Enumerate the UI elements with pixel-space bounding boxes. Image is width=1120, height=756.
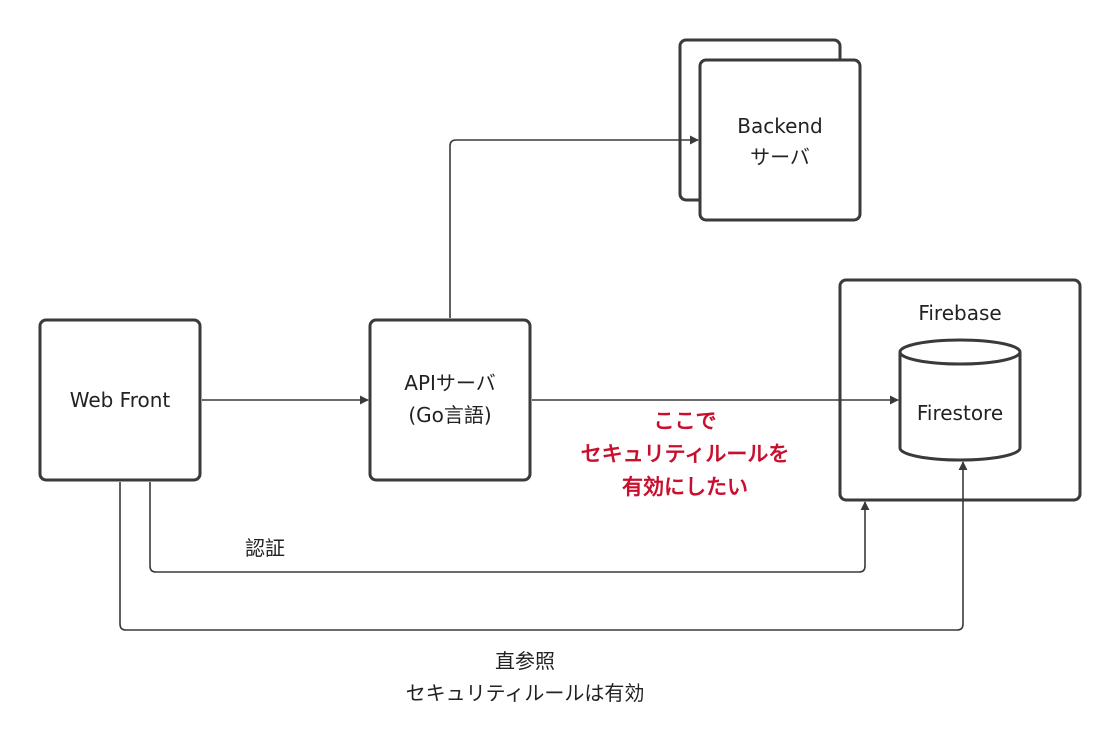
direct-ref-label-line1: 直参照 <box>495 649 555 673</box>
edge-direct-ref-to-firestore <box>119 461 968 631</box>
api-server-label-line1: APIサーバ <box>404 371 495 395</box>
edge-api-to-backend <box>449 135 699 318</box>
security-note-line1: ここで <box>654 409 717 433</box>
api-server-node: APIサーバ (Go言語) <box>368 318 532 482</box>
backend-label-line1: Backend <box>737 114 823 138</box>
security-note-line2: セキュリティルールを <box>581 442 790 466</box>
web-front-label: Web Front <box>70 388 171 412</box>
auth-edge-label: 認証 <box>245 536 285 560</box>
direct-ref-label-line2: セキュリティルールは有効 <box>406 681 645 705</box>
firebase-label: Firebase <box>918 301 1001 325</box>
edge-auth-to-firebase <box>149 482 870 573</box>
web-front-node: Web Front <box>38 318 202 482</box>
firestore-label: Firestore <box>917 401 1003 425</box>
backend-server-node: Backend サーバ <box>678 38 862 222</box>
firestore-database: Firestore <box>898 338 1022 462</box>
backend-label-line2: サーバ <box>750 145 810 169</box>
api-server-label-line2: (Go言語) <box>408 403 491 427</box>
security-note-line3: 有効にしたい <box>622 475 748 499</box>
